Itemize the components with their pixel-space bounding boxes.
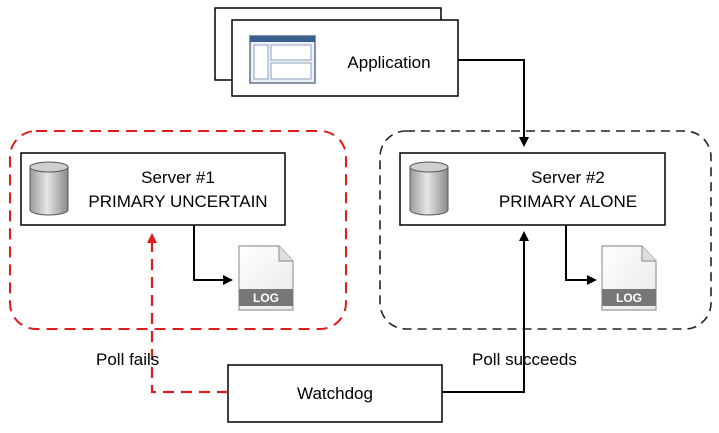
server2-status: PRIMARY ALONE <box>499 192 637 211</box>
server1-status: PRIMARY UNCERTAIN <box>88 192 267 211</box>
server1-log-label: LOG <box>253 291 279 305</box>
application-to-server2-arrow <box>458 59 529 147</box>
poll-succeeds-arrow <box>442 231 529 393</box>
server2-log-label: LOG <box>616 291 642 305</box>
server1-title: Server #1 <box>141 168 215 187</box>
server1-to-log-arrow <box>193 225 233 285</box>
application-window-icon <box>249 35 316 84</box>
server2-title: Server #2 <box>531 168 605 187</box>
application-label: Application <box>347 53 430 72</box>
poll-fails-arrow <box>147 233 228 394</box>
server1-database-icon <box>29 161 69 216</box>
watchdog-node: Watchdog <box>227 364 443 423</box>
watchdog-label: Watchdog <box>297 384 373 403</box>
poll-fails-label: Poll fails <box>96 350 159 369</box>
server2-to-log-arrow <box>565 225 597 285</box>
poll-succeeds-label: Poll succeeds <box>472 350 577 369</box>
server1-log-file-icon: LOG <box>238 245 294 311</box>
server2-log-file-icon: LOG <box>601 245 657 311</box>
server1-node: Server #1 PRIMARY UNCERTAIN <box>20 152 286 226</box>
server2-group-border <box>379 130 712 330</box>
application-node: Application <box>214 7 459 97</box>
server2-node: Server #2 PRIMARY ALONE <box>399 152 666 226</box>
server1-group-border <box>9 130 347 330</box>
server2-database-icon <box>409 161 449 216</box>
